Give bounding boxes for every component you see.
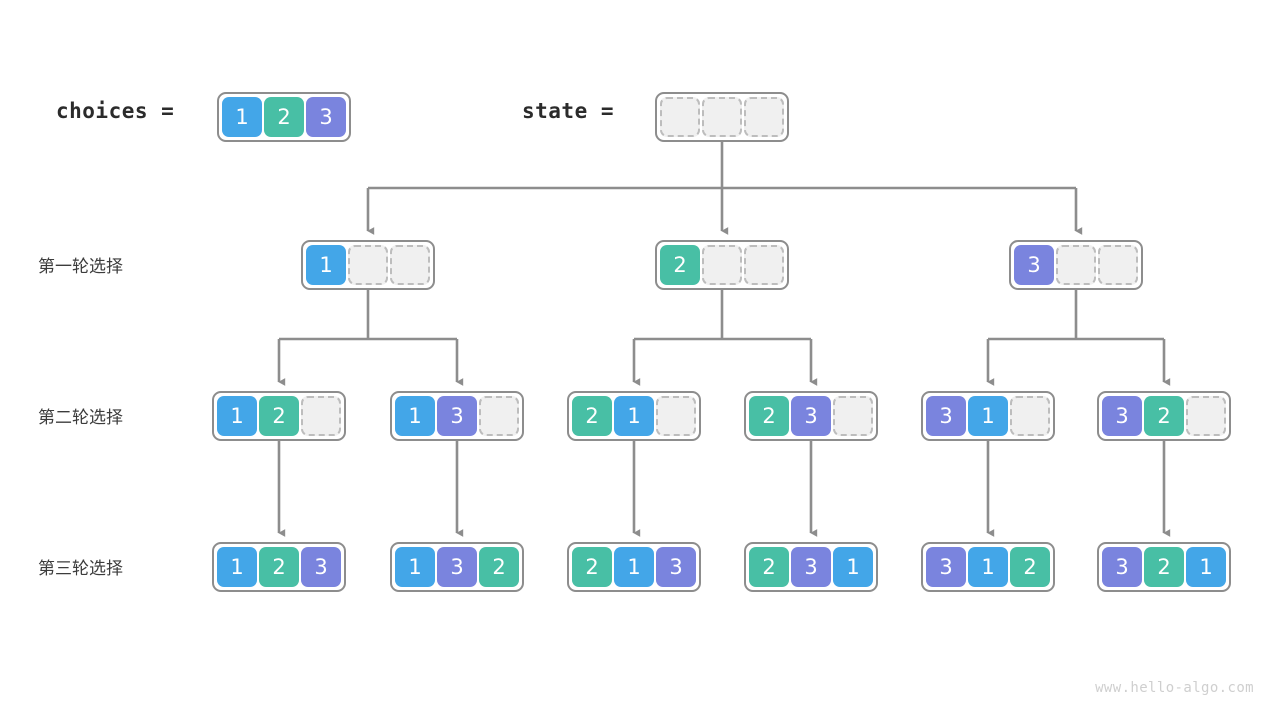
round3-node-1-cell-2: 3 <box>301 547 341 587</box>
round3-node-6-cell-2: 1 <box>1186 547 1226 587</box>
round2-node-4-cell-0: 2 <box>749 396 789 436</box>
round3-node-1-cell-0: 1 <box>217 547 257 587</box>
round2-node-1-cell-0: 1 <box>217 396 257 436</box>
round3-node-5-cell-2: 2 <box>1010 547 1050 587</box>
state-array-empty-cell-1 <box>702 97 742 137</box>
round3-node-4-cell-1: 3 <box>791 547 831 587</box>
round3-node-5-cell-1: 1 <box>968 547 1008 587</box>
round2-node-5-cell-1: 1 <box>968 396 1008 436</box>
round3-node-4-cell-2: 1 <box>833 547 873 587</box>
round2-node-4-empty-cell-2 <box>833 396 873 436</box>
choices-label: choices = <box>56 99 175 123</box>
round3-node-3-cell-1: 1 <box>614 547 654 587</box>
round1-node-1: 1 <box>301 240 435 290</box>
round3-node-5-cell-0: 3 <box>926 547 966 587</box>
round2-node-2-cell-0: 1 <box>395 396 435 436</box>
round3-node-6-cell-0: 3 <box>1102 547 1142 587</box>
round1-node-3-empty-cell-2 <box>1098 245 1138 285</box>
round1-node-2-empty-cell-2 <box>744 245 784 285</box>
round2-node-5-cell-0: 3 <box>926 396 966 436</box>
round2-node-2-empty-cell-2 <box>479 396 519 436</box>
state-array-empty-cell-2 <box>744 97 784 137</box>
round1-node-1-cell-0: 1 <box>306 245 346 285</box>
round1-node-1-empty-cell-1 <box>348 245 388 285</box>
state-label: state = <box>522 99 615 123</box>
round1-node-1-empty-cell-2 <box>390 245 430 285</box>
round2-node-6-empty-cell-2 <box>1186 396 1226 436</box>
round3-node-3-cell-2: 3 <box>656 547 696 587</box>
round2-node-3-empty-cell-2 <box>656 396 696 436</box>
state-array-empty-cell-0 <box>660 97 700 137</box>
round3-node-4-cell-0: 2 <box>749 547 789 587</box>
round2-node-1-cell-1: 2 <box>259 396 299 436</box>
round1-node-3-empty-cell-1 <box>1056 245 1096 285</box>
round3-node-2-cell-0: 1 <box>395 547 435 587</box>
choices-array-cell-0: 1 <box>222 97 262 137</box>
round3-node-3-cell-0: 2 <box>572 547 612 587</box>
round2-node-2-cell-1: 3 <box>437 396 477 436</box>
round2-node-6-cell-1: 2 <box>1144 396 1184 436</box>
state-array <box>655 92 789 142</box>
round1-node-3-cell-0: 3 <box>1014 245 1054 285</box>
round2-node-6-cell-0: 3 <box>1102 396 1142 436</box>
round2-node-4-cell-1: 3 <box>791 396 831 436</box>
round1-node-2-empty-cell-1 <box>702 245 742 285</box>
row-label-round1: 第一轮选择 <box>38 257 123 277</box>
round2-node-5-empty-cell-2 <box>1010 396 1050 436</box>
choices-array-cell-2: 3 <box>306 97 346 137</box>
round2-node-3-cell-0: 2 <box>572 396 612 436</box>
round1-node-2: 2 <box>655 240 789 290</box>
round3-node-6-cell-1: 2 <box>1144 547 1184 587</box>
round3-node-2-cell-1: 3 <box>437 547 477 587</box>
round3-node-2-cell-2: 2 <box>479 547 519 587</box>
watermark: www.hello-algo.com <box>1095 680 1254 696</box>
round1-node-3: 3 <box>1009 240 1143 290</box>
round2-node-3-cell-1: 1 <box>614 396 654 436</box>
round1-node-2-cell-0: 2 <box>660 245 700 285</box>
round2-node-1-empty-cell-2 <box>301 396 341 436</box>
row-label-round3: 第三轮选择 <box>38 559 123 579</box>
row-label-round2: 第二轮选择 <box>38 408 123 428</box>
choices-array-cell-1: 2 <box>264 97 304 137</box>
round3-node-1-cell-1: 2 <box>259 547 299 587</box>
